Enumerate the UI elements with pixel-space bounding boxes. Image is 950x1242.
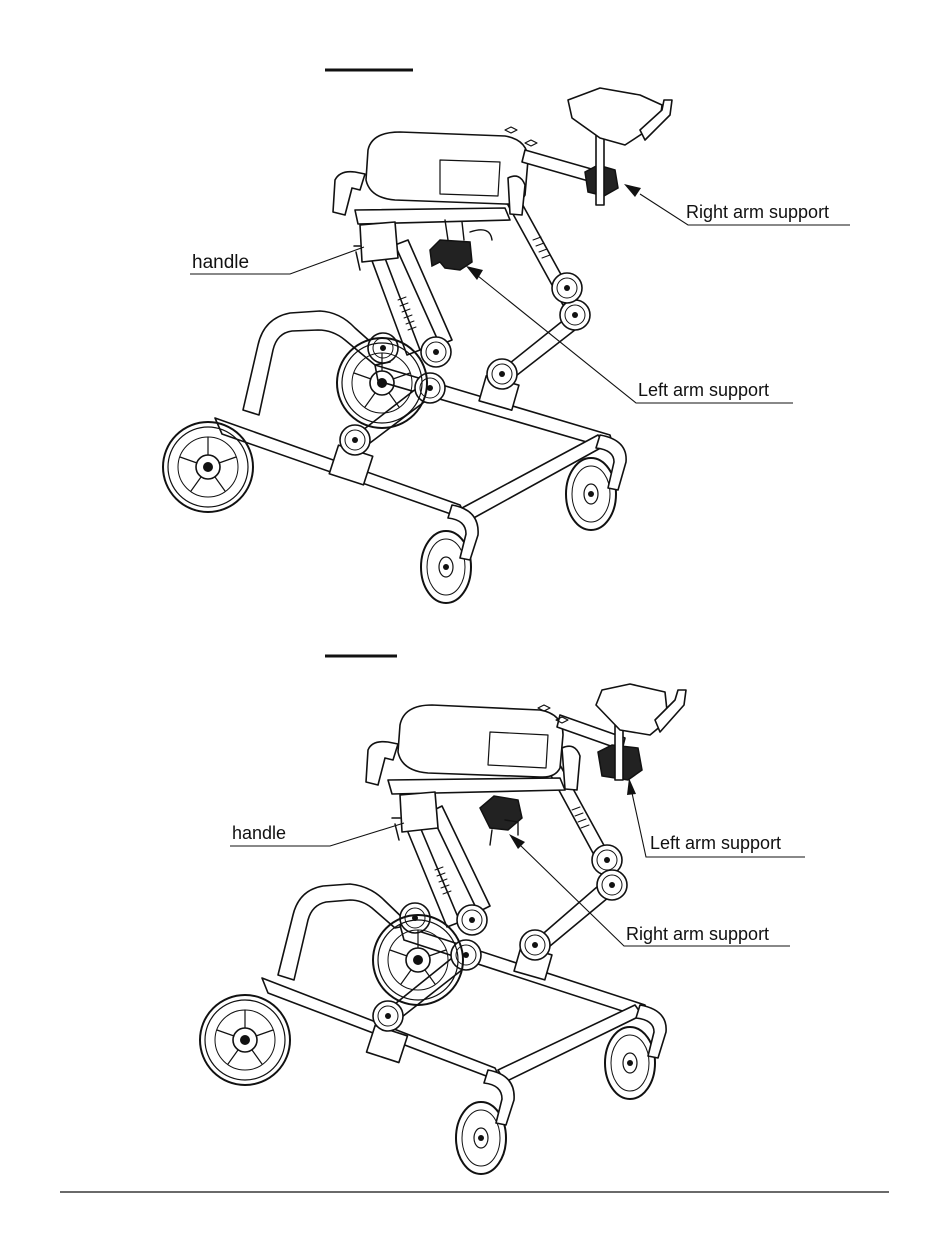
walker-illustration-1 — [163, 88, 672, 603]
label-right-arm-support-2: Right arm support — [626, 924, 769, 944]
callout-left-arm-support-2: Left arm support — [627, 778, 805, 857]
label-handle-1: handle — [192, 252, 249, 273]
walker-illustration-2 — [200, 684, 686, 1174]
callout-handle-2: handle — [230, 823, 404, 846]
callout-handle-1: handle — [190, 247, 364, 274]
figure-2: handle Left arm support Right arm suppor… — [200, 656, 805, 1174]
label-right-arm-support-1: Right arm support — [686, 202, 829, 222]
label-left-arm-support-1: Left arm support — [638, 380, 769, 400]
label-handle-2: handle — [232, 823, 286, 843]
callout-right-arm-support-1: Right arm support — [624, 184, 850, 225]
figure-1: Right arm support handle Left arm suppor… — [163, 70, 850, 603]
label-left-arm-support-2: Left arm support — [650, 833, 781, 853]
